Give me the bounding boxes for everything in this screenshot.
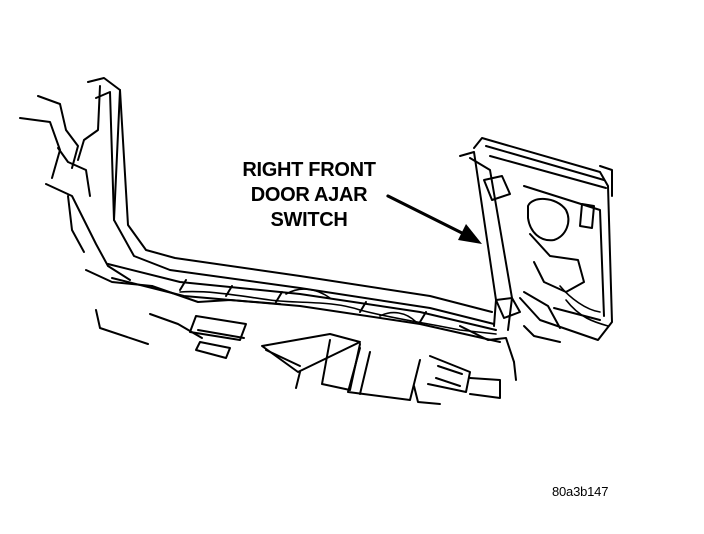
- callout-line-2: DOOR AJAR: [250, 184, 368, 206]
- callout-line-3: SWITCH: [270, 209, 348, 231]
- left-pillar-inner: [95, 91, 495, 325]
- rear-door-panel: [473, 137, 613, 341]
- callout-line-1: RIGHT FRONT: [242, 159, 376, 181]
- left-pillar: [87, 77, 493, 313]
- door-sill: [107, 263, 497, 331]
- wire-harness: [179, 290, 497, 335]
- leader-line: [386, 194, 470, 238]
- right-pillar: [459, 151, 497, 327]
- right-pillar-inner: [469, 157, 513, 331]
- part-callout-label: RIGHT FRONT DOOR AJAR SWITCH: [214, 158, 404, 233]
- figure-code: 80a3b147: [552, 484, 609, 499]
- leader-arrowhead: [458, 224, 482, 244]
